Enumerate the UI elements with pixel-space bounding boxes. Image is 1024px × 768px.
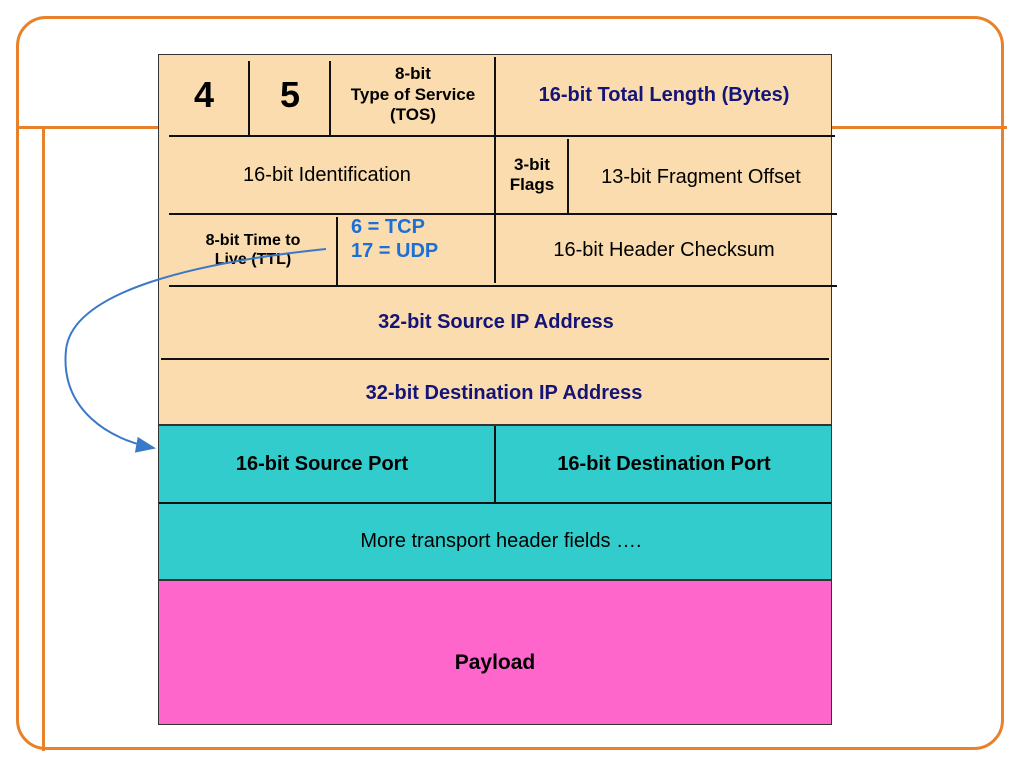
flags-line-2: Flags	[509, 175, 555, 194]
row-divider-4	[161, 358, 829, 360]
row-divider-3	[169, 285, 837, 287]
slide-frame	[16, 16, 1004, 750]
ip-header-block: 4 5 8-bit Type of Service (TOS) 16-bit T…	[158, 54, 837, 425]
ttl-line-2: Live (TTL)	[214, 251, 292, 268]
identification-field: 16-bit Identification	[243, 163, 411, 186]
col-divider-flags	[567, 139, 569, 213]
col-divider-version	[248, 61, 250, 135]
col-divider-tos	[494, 57, 496, 135]
row-divider-1	[169, 135, 835, 137]
col-divider-protocol	[494, 215, 496, 283]
col-divider-identification	[494, 137, 496, 213]
transport-header-block: 16-bit Source Port 16-bit Destination Po…	[158, 425, 832, 580]
header-checksum-field: 16-bit Header Checksum	[553, 238, 775, 261]
protocol-udp: 17 = UDP	[351, 240, 439, 262]
ihl-field: 5	[279, 74, 301, 115]
more-transport-fields: More transport header fields ….	[360, 530, 642, 552]
destination-port-field: 16-bit Destination Port	[557, 452, 771, 475]
source-port-field: 16-bit Source Port	[235, 452, 409, 475]
col-divider-ihl	[329, 61, 331, 135]
version-field: 4	[193, 74, 215, 115]
left-accent-bar	[42, 126, 45, 751]
destination-ip-field: 32-bit Destination IP Address	[365, 381, 643, 404]
port-divider	[494, 426, 496, 503]
flags-line-1: 3-bit	[514, 154, 550, 174]
tos-line-3: (TOS)	[390, 105, 436, 125]
transport-row-divider	[159, 502, 831, 504]
tos-line-2: Type of Service	[350, 84, 476, 104]
row-divider-2	[169, 213, 837, 215]
tos-line-1: 8-bit	[395, 64, 431, 84]
total-length-field: 16-bit Total Length (Bytes)	[538, 83, 790, 106]
tos-field: 8-bit Type of Service (TOS)	[331, 55, 495, 135]
ttl-line-1: 8-bit Time to	[205, 231, 301, 249]
ttl-field: 8-bit Time to Live (TTL)	[169, 215, 337, 285]
payload-block: Payload	[158, 580, 832, 725]
protocol-field: 6 = TCP 17 = UDP	[351, 215, 491, 285]
flags-field: 3-bit Flags	[496, 137, 568, 213]
source-ip-field: 32-bit Source IP Address	[378, 311, 614, 333]
protocol-tcp: 6 = TCP	[351, 216, 425, 238]
payload-label: Payload	[454, 650, 536, 674]
fragment-offset-field: 13-bit Fragment Offset	[601, 165, 801, 188]
col-divider-ttl	[336, 217, 338, 285]
